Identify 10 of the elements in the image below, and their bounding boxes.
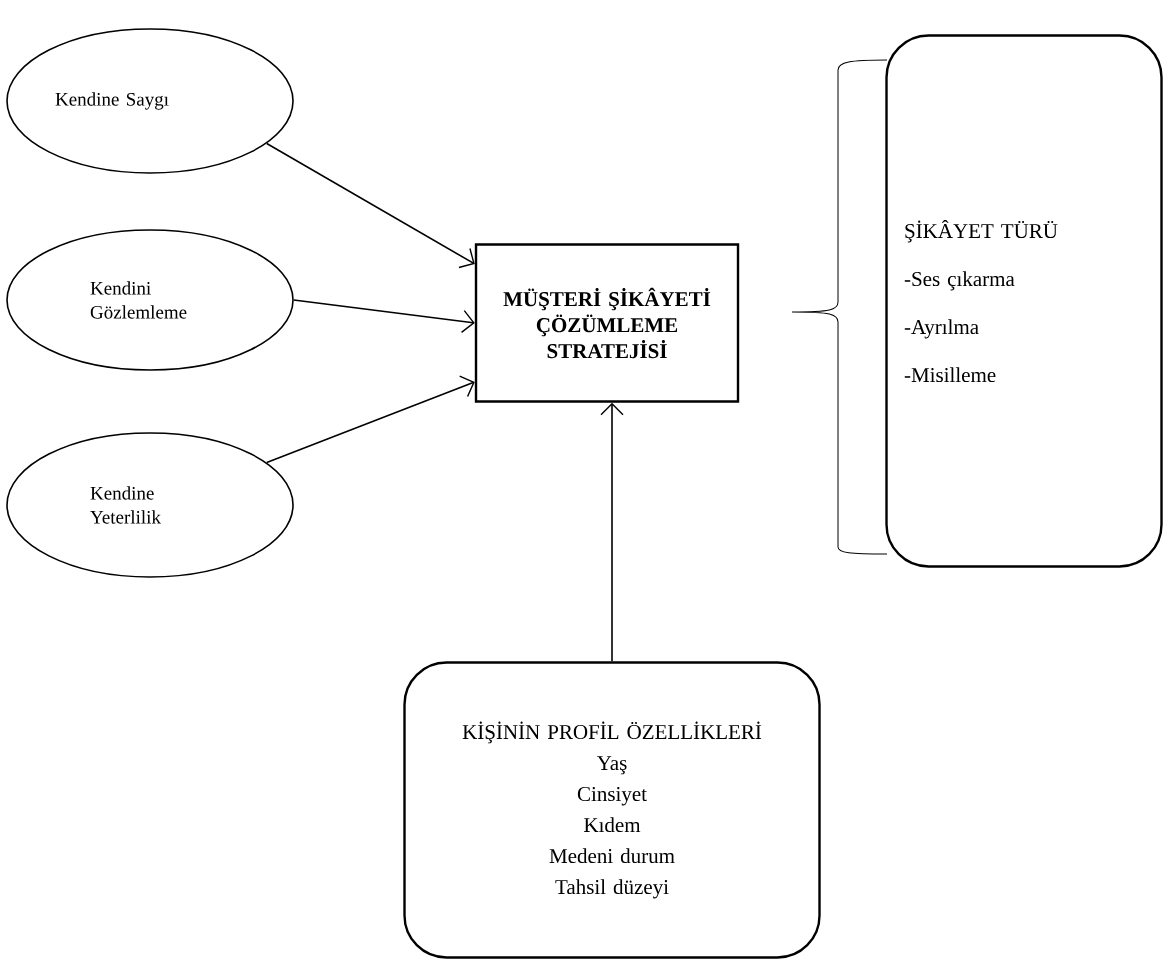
arrow (600, 402, 624, 663)
rounded-box: ŞİKÂYET TÜRÜ -Ses çıkarma -Ayrılma -Misilleme (885, 34, 1163, 568)
arrow (293, 299, 475, 334)
arrow (265, 142, 475, 269)
ellipse-node: Kendine Yeterlilik (6, 432, 294, 578)
ellipse-node: Kendini Gözlemleme (6, 229, 294, 371)
arrow (265, 375, 475, 464)
process-box: MÜŞTERİ ŞİKÂYETİ ÇÖZÜMLEME STRATEJİSİ (474, 243, 740, 403)
ellipse-node: Kendine Saygı (6, 28, 294, 174)
rounded-box: KİŞİNİN PROFİL ÖZELLİKLERİ Yaş Cinsiyet Kıdem Medeni durum Tahsil düzeyi (403, 661, 821, 959)
